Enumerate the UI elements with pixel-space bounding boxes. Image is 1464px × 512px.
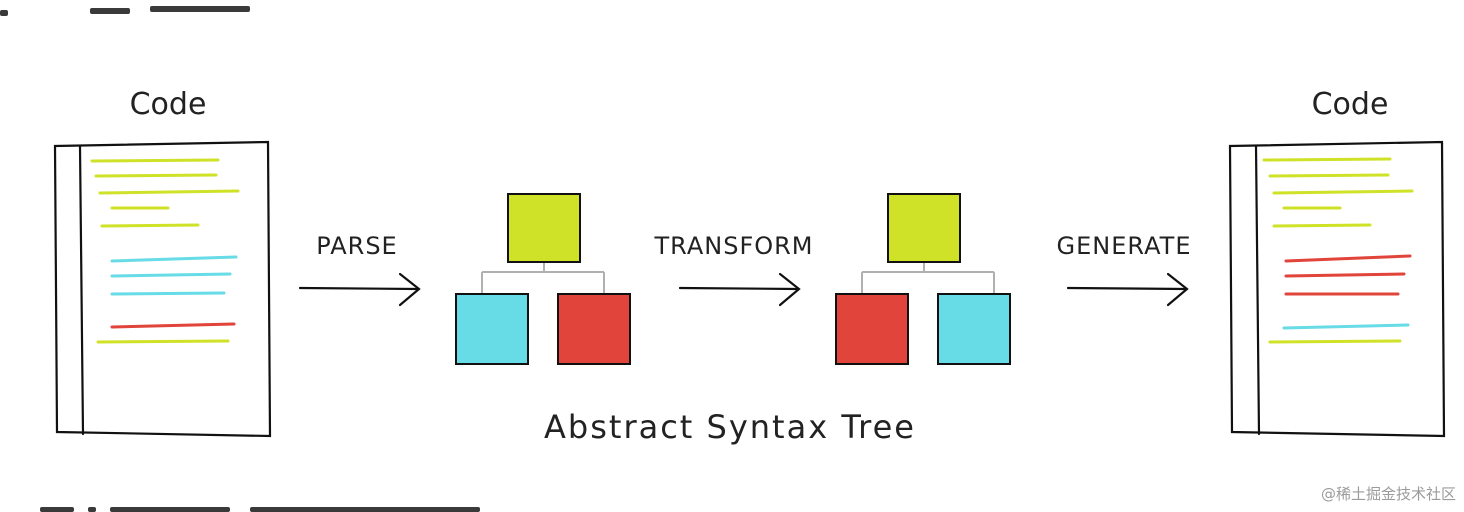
code-line (110, 272, 232, 278)
parse-arrow-shaft (298, 286, 420, 291)
ast-root-node (887, 193, 961, 263)
transform-arrow-shaft (678, 286, 800, 291)
code-line (110, 291, 226, 296)
output-code-title: Code (1312, 87, 1389, 122)
ast-connector (481, 262, 605, 294)
generate-arrow-head (1166, 272, 1189, 307)
watermark: @稀土掘金技术社区 (1320, 485, 1456, 503)
input-code-lines (90, 158, 240, 344)
input-code-title: Code (130, 87, 207, 122)
code-line (110, 322, 236, 329)
code-line (110, 255, 238, 263)
generate-label: GENERATE (1057, 232, 1192, 260)
output-code-lines (1262, 157, 1414, 344)
code-line (1282, 323, 1410, 330)
ast-after-transform (835, 193, 1011, 365)
ast-root-node (507, 193, 581, 263)
input-code-document: Code (53, 87, 272, 438)
parse-label: PARSE (316, 232, 397, 260)
generate-arrow-shaft (1066, 286, 1188, 291)
ast-child-node-red (557, 293, 631, 365)
code-line (98, 189, 240, 195)
transform-arrow-head (778, 272, 801, 307)
cropped-text-fragment (40, 498, 500, 512)
transform-label: TRANSFORM (653, 232, 813, 260)
ast-child-node-red (835, 293, 909, 365)
ast-child-node-cyan (937, 293, 1011, 365)
code-line (100, 223, 200, 228)
code-line (1284, 254, 1412, 263)
output-page-margin-line (1254, 144, 1261, 436)
cropped-heading-fragment (0, 0, 260, 20)
code-line (1272, 223, 1372, 228)
code-line (90, 158, 220, 163)
input-page-outline (53, 140, 272, 438)
ast-caption: Abstract Syntax Tree (544, 408, 916, 446)
code-line (1262, 157, 1392, 162)
parse-arrow-head (398, 272, 421, 307)
code-line (1268, 173, 1390, 178)
code-line (1284, 272, 1406, 278)
output-page-outline (1228, 140, 1446, 438)
ast-before-transform (455, 193, 631, 365)
transform-step: TRANSFORM (653, 232, 813, 307)
ast-connector (861, 262, 995, 294)
code-line (96, 339, 230, 344)
code-line (1268, 339, 1402, 344)
input-page-margin-line (78, 144, 85, 436)
parse-step: PARSE (298, 232, 421, 307)
output-code-document: Code (1228, 87, 1446, 438)
code-line (94, 173, 218, 178)
code-line (1272, 189, 1414, 195)
generate-step: GENERATE (1057, 232, 1192, 307)
ast-child-node-cyan (455, 293, 529, 365)
